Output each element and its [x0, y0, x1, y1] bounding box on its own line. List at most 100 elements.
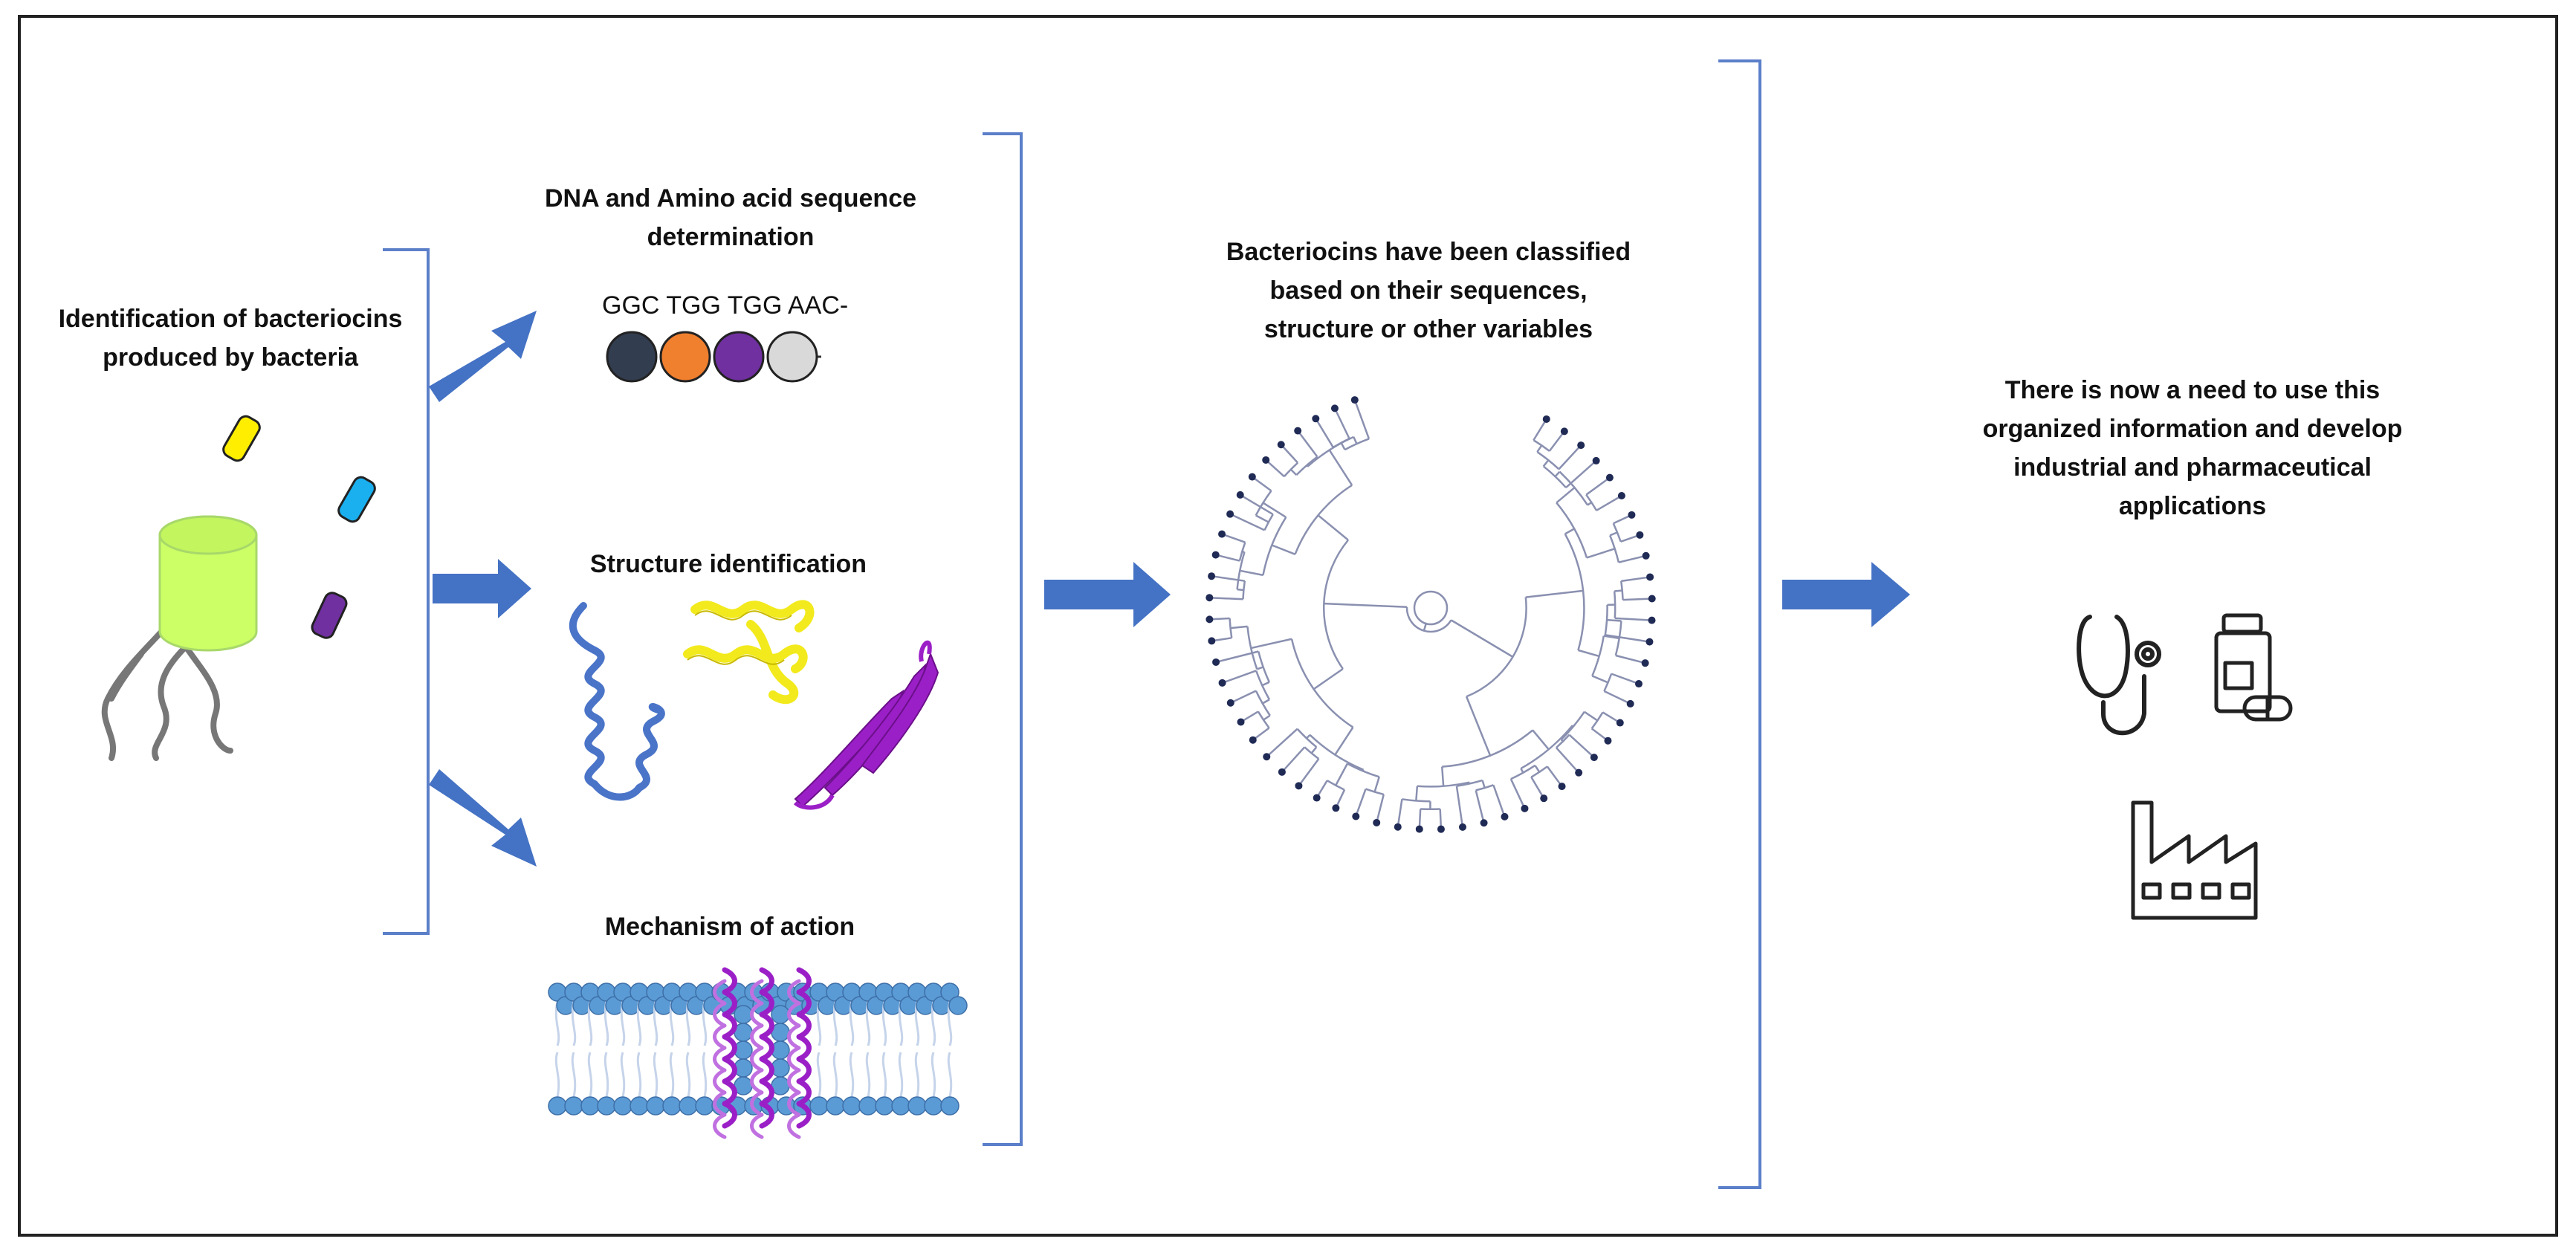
lipid-tail	[832, 1052, 838, 1098]
tree-tip	[1558, 783, 1566, 791]
tree-branch	[1584, 710, 1599, 722]
stethoscope-icon	[2077, 615, 2161, 736]
bracket-stage2	[983, 132, 1023, 1146]
tree-tip	[1575, 768, 1583, 777]
lipid-head	[613, 1096, 632, 1116]
tree-branch	[1209, 596, 1243, 601]
tree-tip	[1590, 754, 1598, 762]
tree-branch	[1297, 430, 1318, 458]
stage1-arrows	[429, 311, 537, 867]
tree-tip	[1437, 825, 1445, 833]
tree-tip	[1616, 719, 1624, 727]
arrow-to-structure	[433, 559, 531, 618]
lipid-tail	[947, 1052, 953, 1098]
tree-branch	[1586, 548, 1616, 559]
tree-tip	[1218, 530, 1226, 538]
tree-branch	[1530, 776, 1545, 799]
blue-helix-structure	[569, 602, 665, 801]
tree-branch	[1255, 514, 1269, 523]
tree-arc	[1585, 493, 1598, 511]
lipid-head	[548, 1096, 567, 1116]
tree-tip	[1218, 679, 1226, 687]
codon-sequence: GGC TGG TGG AAC-	[602, 291, 848, 320]
tree-tip	[1648, 595, 1656, 603]
tree-branch	[1240, 493, 1274, 516]
applications-label: There is now a need to use this	[2005, 376, 2380, 404]
tree-branch	[1353, 436, 1358, 444]
classification-label-line3: structure or other variables	[1264, 315, 1593, 343]
tree-arc	[1533, 439, 1550, 452]
tree-tip	[1592, 456, 1600, 464]
identification-label-line2: produced by bacteria	[103, 343, 359, 372]
tree-arc	[1307, 436, 1354, 467]
tree-tip	[1501, 812, 1509, 820]
tree-arc	[1402, 798, 1431, 803]
tree-branch	[1465, 696, 1492, 757]
sequence-title-line2: determination	[647, 223, 815, 251]
amino-acid-residue	[766, 331, 818, 383]
tree-branch	[1262, 502, 1287, 518]
tree-tip	[1263, 753, 1271, 761]
tree-branch	[1250, 638, 1292, 650]
sequence-title: DNA and Amino acid sequence	[545, 184, 916, 213]
bracket-stage3	[1718, 59, 1761, 1189]
lipid-head	[948, 996, 968, 1015]
bacteriocin-pill	[337, 476, 376, 523]
amino-acid-residue	[606, 331, 658, 383]
tree-branch	[1492, 784, 1506, 818]
tree-branch	[1261, 681, 1270, 687]
tree-branch	[1230, 690, 1257, 704]
tree-tip	[1636, 531, 1644, 539]
tree-branch	[1450, 619, 1514, 658]
tree-branch	[1614, 589, 1622, 592]
tree-branch	[1532, 729, 1550, 751]
flagellum-4	[109, 651, 144, 702]
tree-branch	[1263, 714, 1271, 721]
tree-branch	[1423, 623, 1427, 632]
tree-tip	[1634, 680, 1643, 688]
tree-branch	[1211, 574, 1246, 582]
lipid-head	[771, 1005, 790, 1024]
bacteriocin-molecules	[222, 415, 376, 639]
structure-title: Structure identification	[590, 550, 867, 578]
stage-characterization: DNA and Amino acid sequence determinatio…	[545, 132, 1023, 1146]
lipid-head	[580, 1096, 600, 1116]
tree-tip	[1226, 699, 1234, 707]
amino-acid-residue	[659, 331, 711, 383]
tree-branch	[1568, 734, 1595, 759]
tree-branch	[1229, 513, 1266, 531]
tree-tip	[1521, 804, 1529, 812]
tree-arc	[1510, 764, 1536, 780]
tree-tip	[1332, 804, 1340, 812]
stage-applications: There is now a need to use this organize…	[1983, 376, 2402, 920]
pore-helix	[796, 967, 812, 1129]
tree-tip	[1648, 616, 1656, 624]
tree-tip	[1350, 396, 1359, 404]
tree-branch	[1355, 789, 1367, 817]
pore-helix-back	[750, 979, 764, 1139]
bracket-stage1	[383, 248, 430, 935]
tree-tip	[1206, 594, 1214, 602]
lipid-tail	[849, 1052, 855, 1098]
classification-label-line2: based on their sequences,	[1269, 276, 1587, 305]
tree-branch	[1397, 799, 1403, 827]
lipid-head	[907, 1096, 927, 1116]
tree-branch	[1340, 442, 1346, 450]
tree-branch	[1373, 776, 1380, 792]
tree-branch	[1621, 576, 1651, 583]
lipid-tail	[931, 1052, 936, 1098]
bacterium-icon	[101, 515, 258, 761]
lipid-head	[662, 1096, 682, 1116]
tree-branch	[1591, 675, 1609, 684]
tree-branch	[1240, 569, 1263, 577]
tree-branch	[1548, 430, 1565, 452]
stage-identification: Identification of bacteriocins produced …	[59, 248, 430, 935]
tree-arc	[1365, 788, 1385, 796]
medicine-bottle-icon	[2214, 613, 2293, 722]
tree-tip	[1208, 637, 1216, 645]
tree-arc	[1604, 604, 1608, 635]
tree-arc	[1466, 597, 1527, 698]
lipid-head	[646, 1096, 665, 1116]
tree-tip	[1312, 415, 1320, 423]
